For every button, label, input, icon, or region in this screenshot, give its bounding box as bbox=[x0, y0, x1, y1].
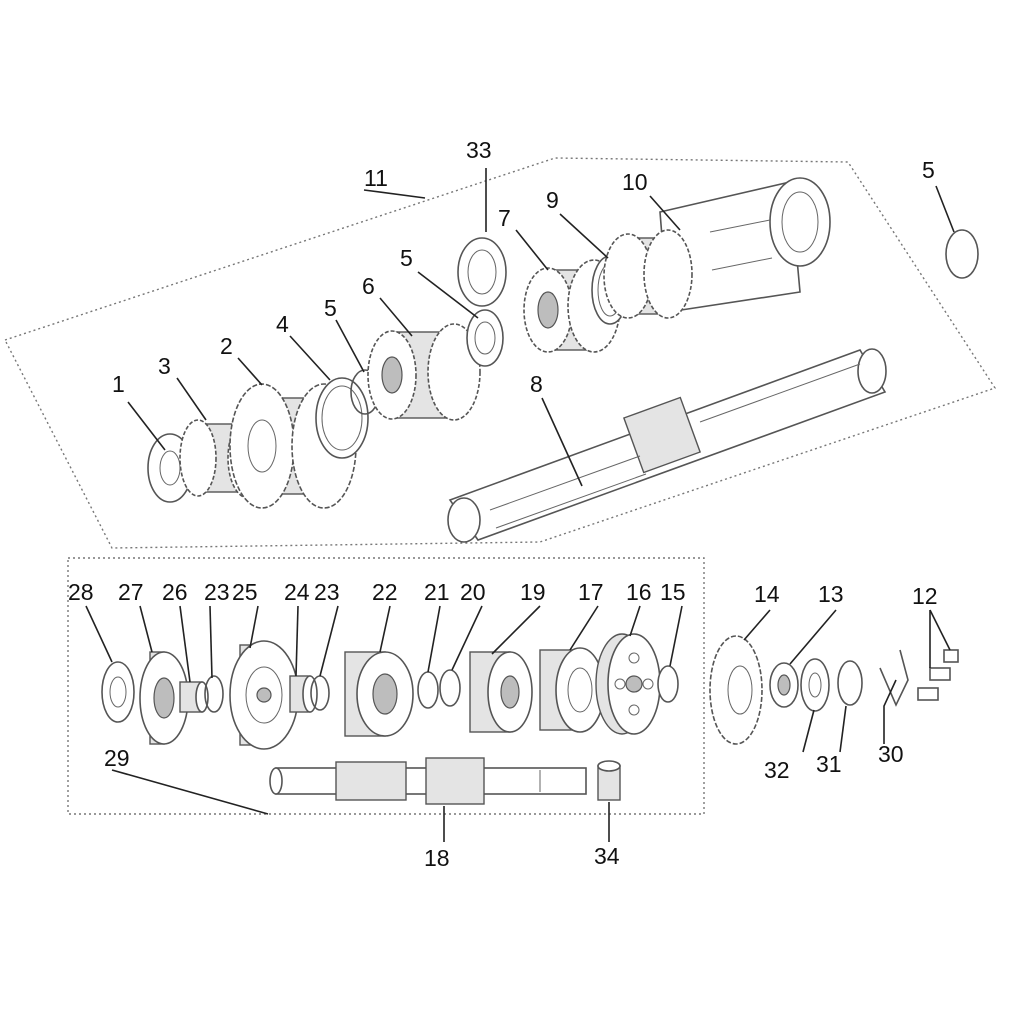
ring-4 bbox=[315, 377, 369, 459]
callout-25: 25 bbox=[232, 579, 258, 605]
upper-leader-lines bbox=[127, 168, 955, 487]
bushing-24 bbox=[289, 675, 318, 713]
callout-23: 23 bbox=[204, 579, 230, 605]
callout-2: 2 bbox=[220, 333, 233, 359]
callout-15: 15 bbox=[660, 579, 686, 605]
callout-5: 5 bbox=[324, 295, 337, 321]
callout-20: 20 bbox=[460, 579, 486, 605]
callout-8: 8 bbox=[530, 371, 543, 397]
callout-11: 11 bbox=[364, 165, 388, 191]
callout-33: 33 bbox=[466, 137, 492, 163]
washer-33 bbox=[457, 237, 507, 307]
callout-24: 24 bbox=[284, 579, 310, 605]
callout-34: 34 bbox=[594, 843, 620, 869]
gear-6 bbox=[367, 323, 481, 421]
plate-31 bbox=[837, 660, 863, 706]
callout-7: 7 bbox=[498, 205, 511, 231]
gear-19 bbox=[469, 651, 533, 733]
callout-22: 22 bbox=[372, 579, 398, 605]
gear-25 bbox=[229, 640, 299, 750]
lower-leader-lines bbox=[85, 605, 951, 842]
main-shaft-8 bbox=[447, 348, 887, 543]
callout-17: 17 bbox=[578, 579, 604, 605]
callout-5: 5 bbox=[400, 245, 413, 271]
washer-15 bbox=[657, 665, 679, 703]
circlip-20 bbox=[439, 669, 461, 707]
callout-23: 23 bbox=[314, 579, 340, 605]
washer-13 bbox=[769, 662, 799, 708]
callout-labels: 1 2 3 4 5 6 5 33 7 9 10 5 8 11 28 27 26 … bbox=[68, 137, 938, 871]
shaft-18 bbox=[269, 757, 587, 805]
callout-13: 13 bbox=[818, 581, 844, 607]
callout-4: 4 bbox=[276, 311, 289, 337]
callout-14: 14 bbox=[754, 581, 780, 607]
callout-1: 1 bbox=[112, 371, 125, 397]
upper-assembly-boundary bbox=[4, 157, 997, 549]
ring-23a bbox=[204, 675, 224, 713]
bolts-12 bbox=[917, 649, 959, 701]
callout-18: 18 bbox=[424, 845, 450, 871]
callout-28: 28 bbox=[68, 579, 94, 605]
callout-26: 26 bbox=[162, 579, 188, 605]
callout-30: 30 bbox=[878, 741, 904, 767]
callout-16: 16 bbox=[626, 579, 652, 605]
bushing-34 bbox=[597, 760, 621, 801]
callout-6: 6 bbox=[362, 273, 375, 299]
washer-21 bbox=[417, 671, 439, 709]
circlip-5c bbox=[945, 229, 979, 279]
callout-32: 32 bbox=[764, 757, 790, 783]
callout-21: 21 bbox=[424, 579, 450, 605]
callout-5: 5 bbox=[922, 157, 935, 183]
callout-29: 29 bbox=[104, 745, 130, 771]
lever-30 bbox=[879, 649, 909, 707]
gear-10-hollow-shaft bbox=[603, 177, 831, 319]
spacer-26 bbox=[179, 681, 209, 713]
bearing-27 bbox=[139, 651, 189, 745]
callout-12: 12 bbox=[912, 583, 938, 609]
washer-28 bbox=[101, 661, 135, 723]
plate-32 bbox=[800, 658, 830, 712]
callout-10: 10 bbox=[622, 169, 648, 195]
gear-22 bbox=[344, 651, 414, 737]
sprocket-14 bbox=[709, 635, 763, 745]
gear-17 bbox=[539, 647, 605, 733]
circlip-5b bbox=[466, 309, 504, 367]
gear-16 bbox=[595, 633, 661, 735]
callout-31: 31 bbox=[816, 751, 842, 777]
callout-9: 9 bbox=[546, 187, 559, 213]
callout-19: 19 bbox=[520, 579, 546, 605]
callout-3: 3 bbox=[158, 353, 171, 379]
lower-assembly-boundary bbox=[67, 557, 705, 815]
callout-27: 27 bbox=[118, 579, 144, 605]
